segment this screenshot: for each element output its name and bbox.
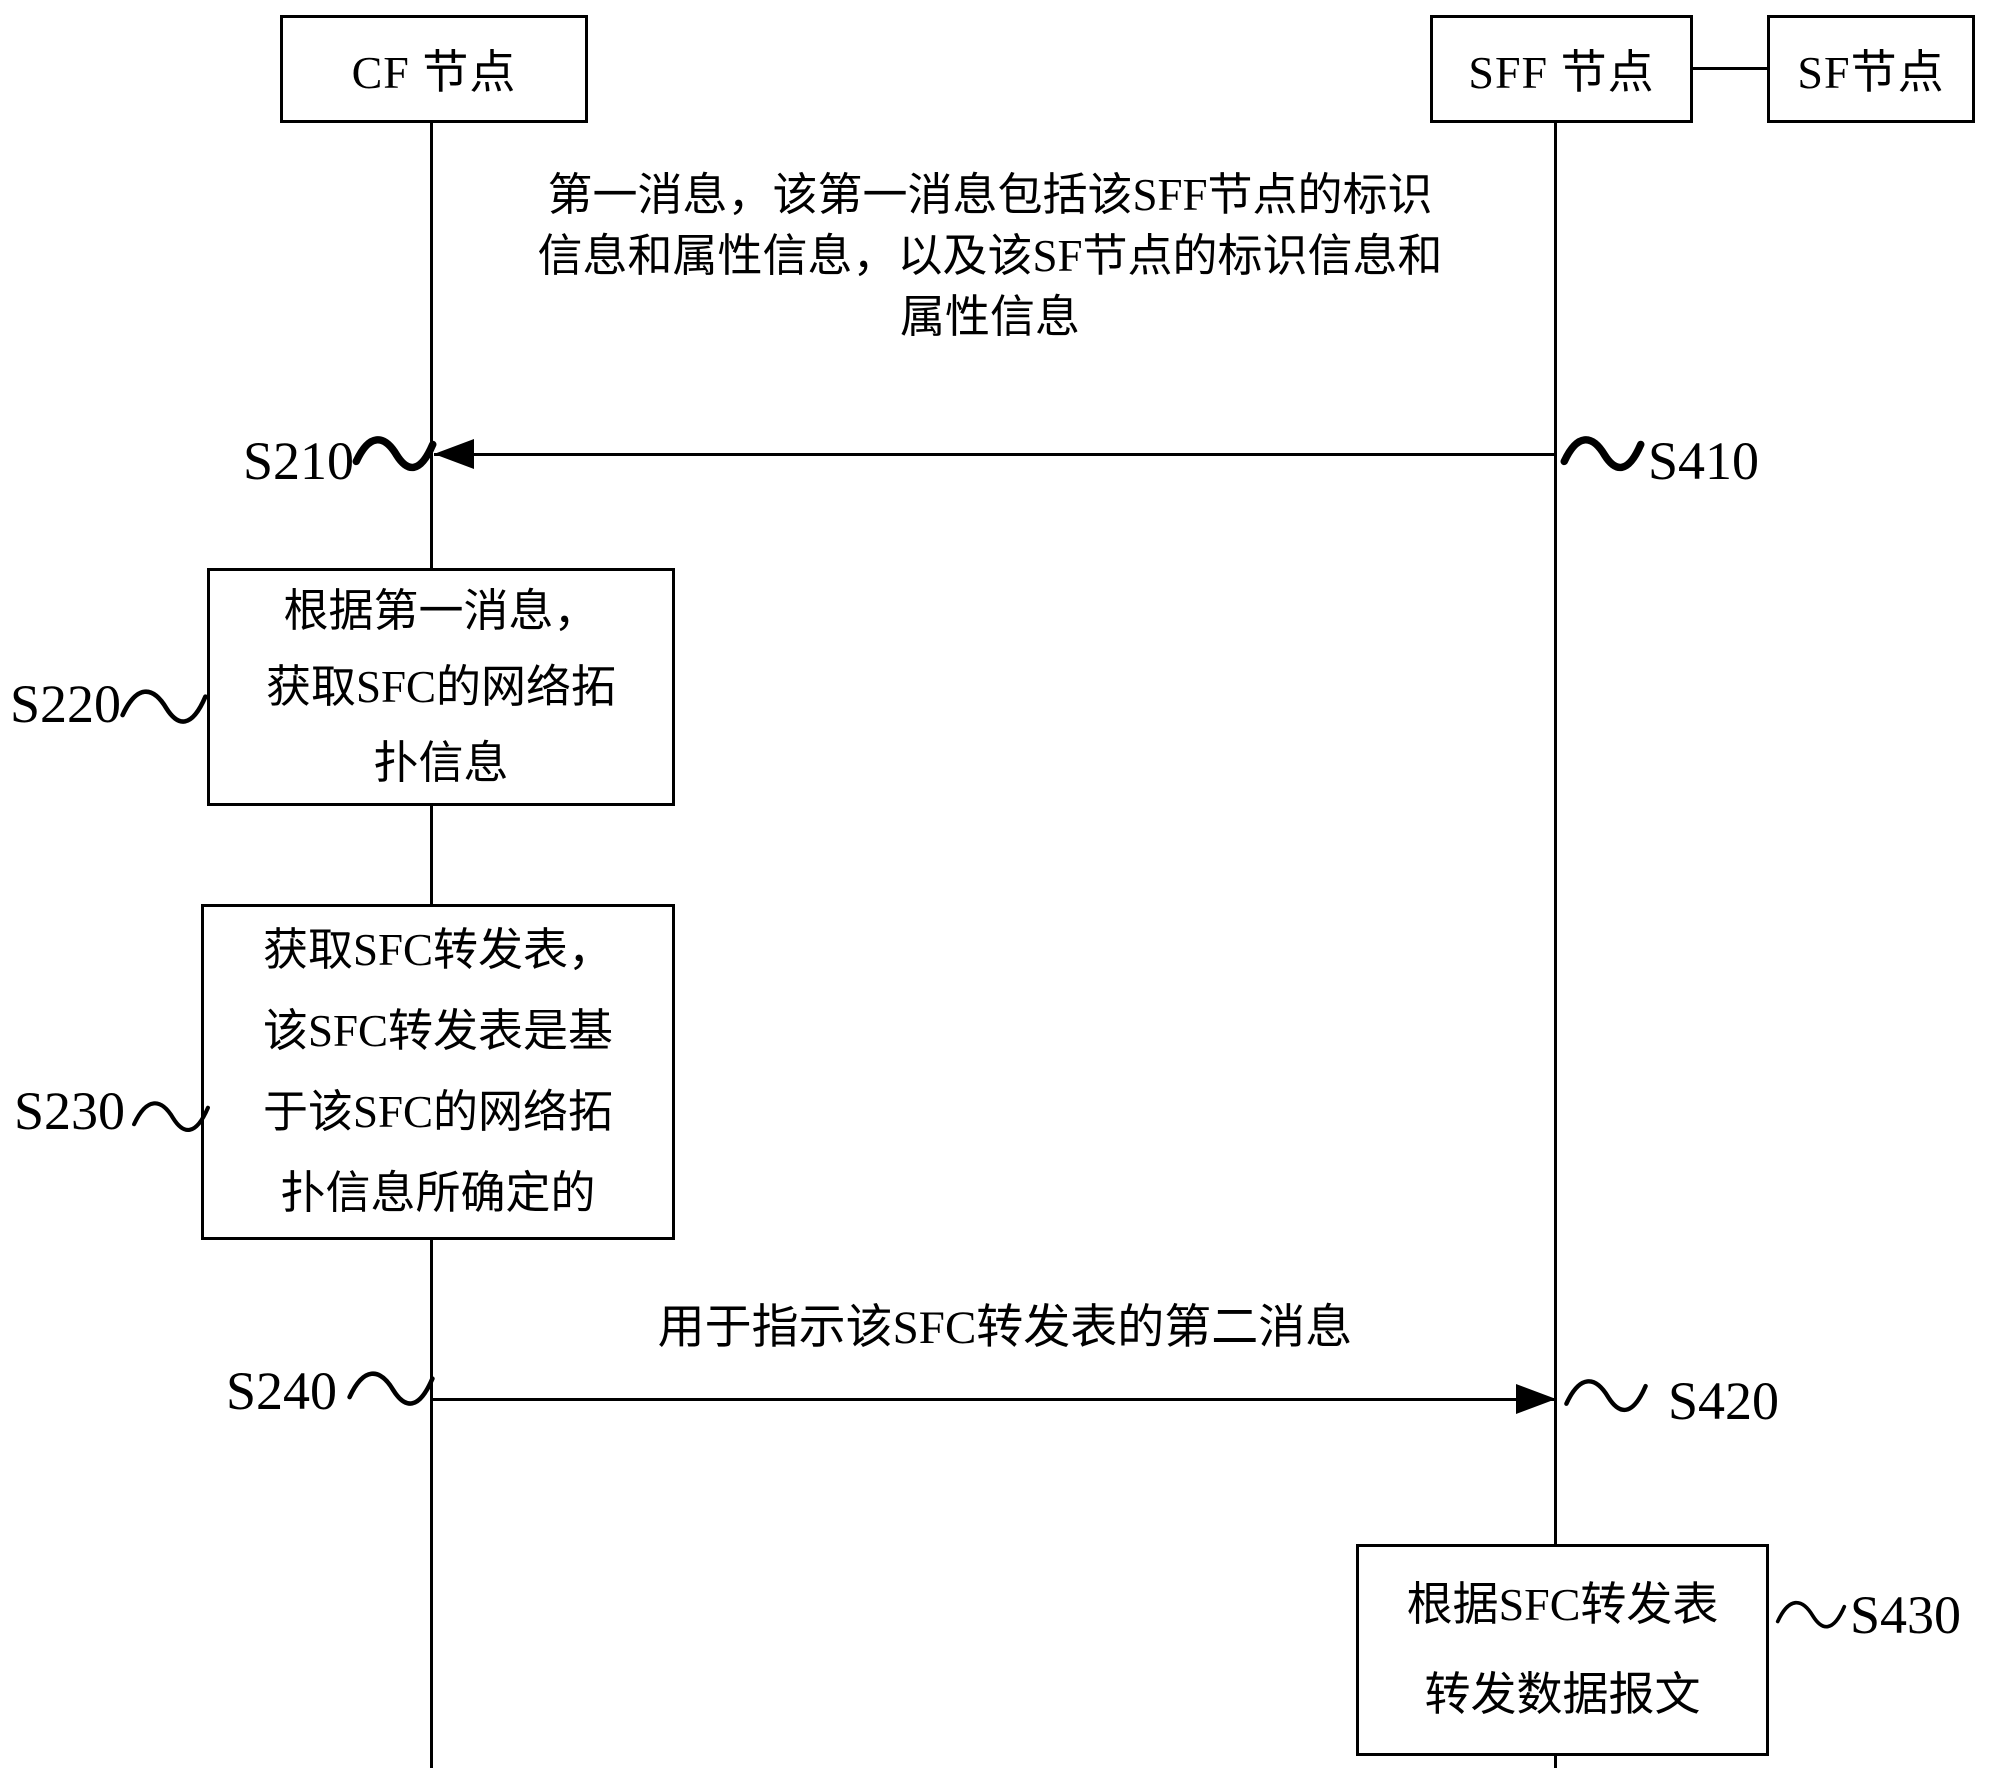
arrowhead-right-icon [1516, 1384, 1556, 1414]
squiggle-icon [132, 1101, 210, 1132]
node-cf-box: CF 节点 [280, 15, 588, 123]
arrowhead-left-icon [434, 439, 474, 469]
squiggle-icon [352, 436, 437, 472]
process-box-s220: 根据第一消息， 获取SFC的网络拓 扑信息 [207, 568, 675, 806]
step-label-s410: S410 [1648, 431, 1760, 491]
s230-box-line-3: 于该SFC的网络拓 [262, 1087, 614, 1137]
squiggle-icon [1775, 1600, 1847, 1629]
sff-sf-connector-line [1693, 67, 1767, 70]
second-message-line: 用于指示该SFC转发表的第二消息 [657, 1302, 1353, 1354]
node-sf-box: SF节点 [1767, 15, 1975, 123]
s230-box-line-2: 该SFC转发表是基 [262, 1006, 614, 1056]
s430-box-line-2: 转发数据报文 [1424, 1669, 1701, 1720]
second-message-arrow-line [433, 1398, 1554, 1401]
step-label-s240: S240 [226, 1361, 338, 1421]
s230-box-line-1: 获取SFC转发表， [262, 925, 614, 975]
node-sff-box: SFF 节点 [1430, 15, 1693, 123]
first-message-arrow-line [434, 453, 1554, 456]
s220-box-line-1: 根据第一消息， [283, 586, 599, 636]
process-box-s430: 根据SFC转发表 转发数据报文 [1356, 1544, 1769, 1756]
squiggle-icon [347, 1371, 435, 1406]
first-message-line-2: 信息和属性信息，以及该SF节点的标识信息和 [537, 231, 1443, 281]
sff-lifeline [1554, 123, 1557, 1768]
step-label-s420: S420 [1668, 1371, 1780, 1431]
s220-box-line-3: 扑信息 [373, 738, 509, 788]
step-label-s430: S430 [1850, 1585, 1962, 1645]
first-message-text: 第一消息，该第一消息包括该SFF节点的标识 信息和属性信息，以及该SF节点的标识… [450, 165, 1530, 348]
s220-box-line-2: 获取SFC的网络拓 [265, 662, 617, 712]
second-message-text: 用于指示该SFC转发表的第二消息 [600, 1298, 1410, 1359]
squiggle-icon [1564, 1379, 1648, 1413]
squiggle-icon [120, 689, 208, 724]
node-sf-label: SF节点 [1797, 47, 1945, 98]
squiggle-icon [1560, 436, 1645, 472]
step-label-s220: S220 [10, 674, 122, 734]
process-box-s230: 获取SFC转发表， 该SFC转发表是基 于该SFC的网络拓 扑信息所确定的 [201, 904, 675, 1240]
s230-box-line-4: 扑信息所确定的 [280, 1168, 596, 1218]
node-sff-label: SFF 节点 [1468, 47, 1655, 98]
s430-box-line-1: 根据SFC转发表 [1406, 1579, 1719, 1630]
node-cf-label: CF 节点 [351, 47, 517, 98]
first-message-line-1: 第一消息，该第一消息包括该SFF节点的标识 [547, 170, 1433, 220]
step-label-s230: S230 [14, 1081, 126, 1141]
first-message-line-3: 属性信息 [899, 292, 1080, 342]
step-label-s210: S210 [243, 431, 355, 491]
